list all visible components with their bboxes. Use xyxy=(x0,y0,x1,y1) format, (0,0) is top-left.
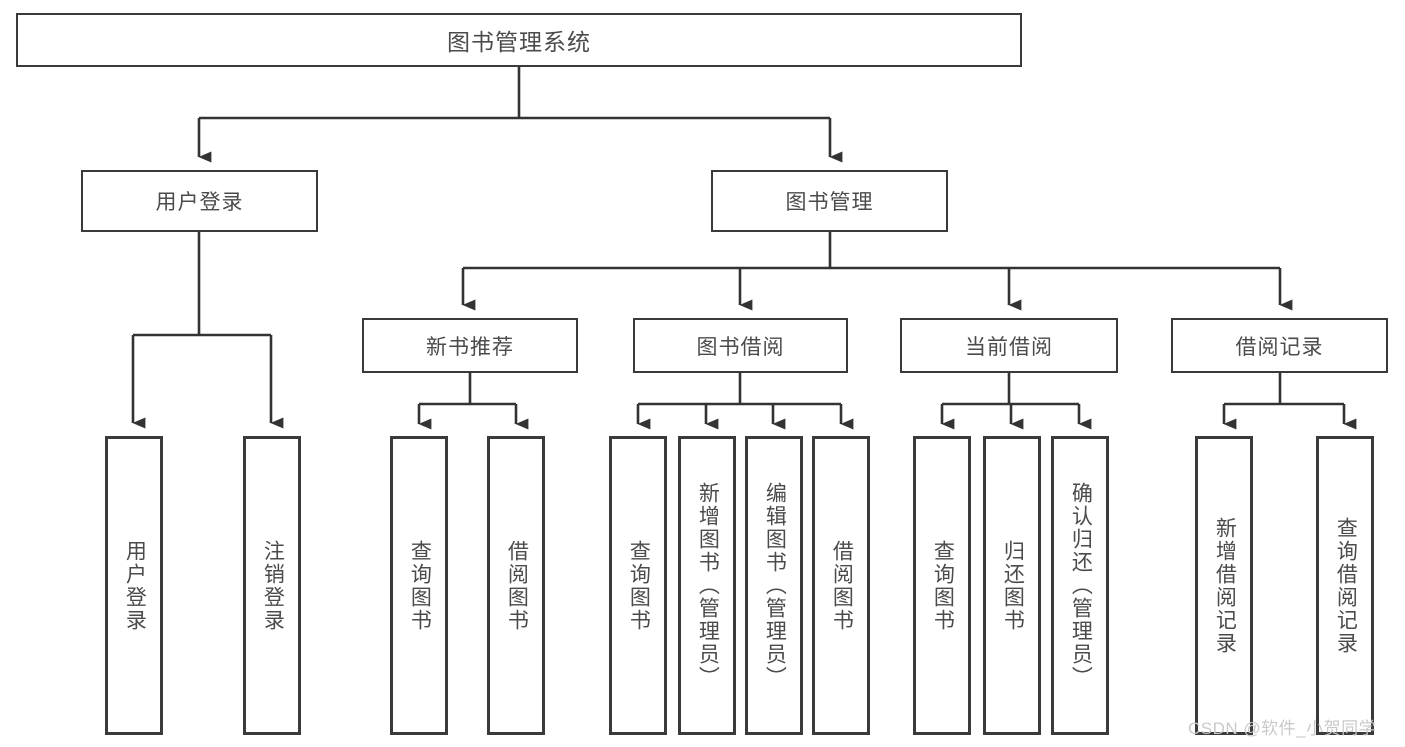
leaf-query-book-borrow-label: 查询图书 xyxy=(627,539,651,632)
node-root-label: 图书管理系统 xyxy=(447,29,591,55)
node-user-login[interactable]: 用户登录 xyxy=(81,170,318,232)
node-book-borrow-label: 图书借阅 xyxy=(696,335,785,359)
leaf-return-book-label: 归还图书 xyxy=(1001,539,1025,632)
leaf-query-book-recommend-label: 查询图书 xyxy=(408,539,432,632)
leaf-user-login-label: 用户登录 xyxy=(123,539,147,632)
leaf-query-book-borrow[interactable]: 查询图书 xyxy=(609,436,667,735)
leaf-query-book-recommend[interactable]: 查询图书 xyxy=(390,436,448,735)
watermark: CSDN @软件_小贺同学 xyxy=(1188,719,1377,738)
leaf-user-login[interactable]: 用户登录 xyxy=(105,436,163,735)
leaf-edit-book-admin-label: 编辑图书（管理员） xyxy=(763,482,787,689)
leaf-logout-label: 注销登录 xyxy=(261,539,285,632)
node-current-borrow-label: 当前借阅 xyxy=(965,335,1053,359)
node-new-book-recommend[interactable]: 新书推荐 xyxy=(362,318,578,373)
leaf-query-borrow-record-label: 查询借阅记录 xyxy=(1334,516,1358,655)
node-borrow-record[interactable]: 借阅记录 xyxy=(1171,318,1388,373)
node-book-management[interactable]: 图书管理 xyxy=(711,170,948,232)
leaf-borrow-book[interactable]: 借阅图书 xyxy=(812,436,870,735)
leaf-return-book[interactable]: 归还图书 xyxy=(983,436,1041,735)
node-borrow-record-label: 借阅记录 xyxy=(1235,335,1324,359)
leaf-add-borrow-record[interactable]: 新增借阅记录 xyxy=(1195,436,1253,735)
leaf-borrow-book-label: 借阅图书 xyxy=(830,539,854,632)
leaf-logout[interactable]: 注销登录 xyxy=(243,436,301,735)
node-book-management-label: 图书管理 xyxy=(785,191,874,214)
leaf-query-borrow-record[interactable]: 查询借阅记录 xyxy=(1316,436,1374,735)
leaf-add-borrow-record-label: 新增借阅记录 xyxy=(1213,516,1237,655)
leaf-add-book-admin[interactable]: 新增图书（管理员） xyxy=(678,436,736,735)
node-user-login-label: 用户登录 xyxy=(155,191,244,214)
node-current-borrow[interactable]: 当前借阅 xyxy=(900,318,1118,373)
leaf-borrow-book-recommend[interactable]: 借阅图书 xyxy=(487,436,545,735)
node-root[interactable]: 图书管理系统 xyxy=(16,13,1022,67)
leaf-confirm-return-admin[interactable]: 确认归还（管理员） xyxy=(1051,436,1109,735)
node-new-book-recommend-label: 新书推荐 xyxy=(426,335,514,359)
leaf-add-book-admin-label: 新增图书（管理员） xyxy=(696,482,720,689)
leaf-query-book-current[interactable]: 查询图书 xyxy=(913,436,971,735)
leaf-edit-book-admin[interactable]: 编辑图书（管理员） xyxy=(745,436,803,735)
leaf-confirm-return-admin-label: 确认归还（管理员） xyxy=(1069,482,1093,689)
node-book-borrow[interactable]: 图书借阅 xyxy=(633,318,848,373)
leaf-borrow-book-recommend-label: 借阅图书 xyxy=(505,539,529,632)
leaf-query-book-current-label: 查询图书 xyxy=(931,539,955,632)
